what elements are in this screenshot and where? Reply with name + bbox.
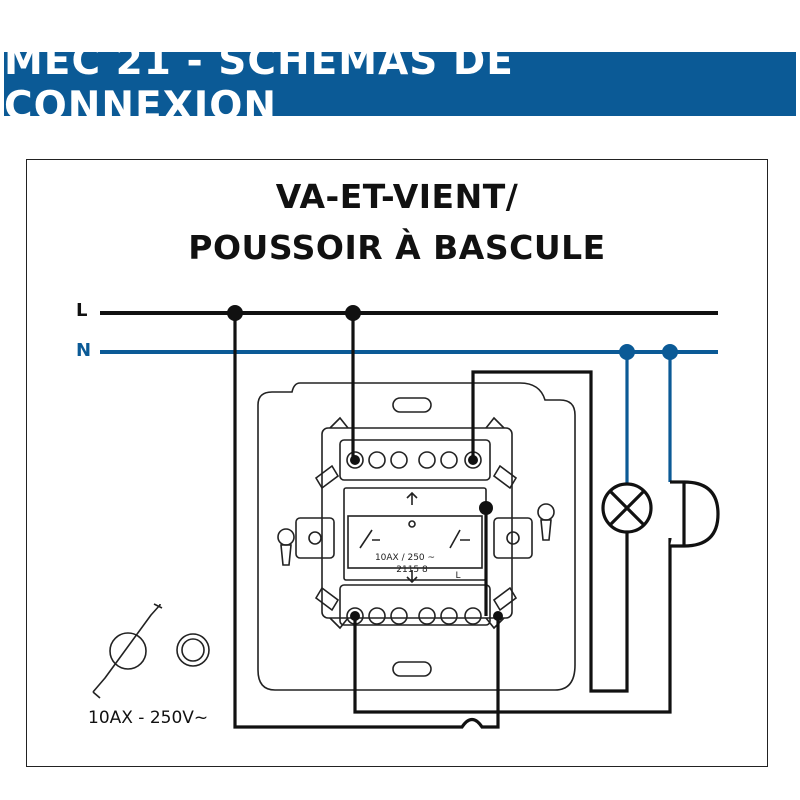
neutral-drops	[625, 352, 672, 484]
line-label-l: L	[76, 300, 88, 321]
diagram-title-line1: VA-ET-VIENT/	[275, 177, 519, 216]
device-ref-text: 2115 8	[396, 565, 428, 575]
rating-text: 10AX - 250V~	[88, 708, 209, 728]
terminal-screw	[468, 455, 478, 465]
bell-icon	[670, 480, 720, 548]
line-label-n: N	[76, 340, 92, 361]
junction-dot	[345, 305, 361, 321]
junction-dot	[662, 344, 678, 360]
switch-symbol-icon	[92, 603, 163, 699]
switch-symbol-icon	[359, 529, 470, 549]
lamp-icon	[601, 482, 653, 534]
header-title: MEC 21 - SCHÉMAS DE CONNEXION	[4, 39, 514, 129]
switch-module-icon	[257, 382, 576, 691]
terminal-screw	[350, 611, 360, 621]
junction-dot	[227, 305, 243, 321]
pilot-light-icon	[176, 633, 210, 667]
diagram-panel	[26, 159, 768, 767]
wires	[233, 313, 672, 729]
terminal-label-text: L	[455, 571, 460, 581]
diagram-title-line2: POUSSOIR À BASCULE	[188, 228, 606, 267]
junction-dot	[619, 344, 635, 360]
terminal-screw	[493, 611, 503, 621]
terminal-screw	[350, 455, 360, 465]
junction-dot	[479, 501, 493, 515]
header-banner: MEC 21 - SCHÉMAS DE CONNEXION	[4, 39, 796, 129]
device-rating-text: 10AX / 250 ~	[375, 553, 435, 563]
